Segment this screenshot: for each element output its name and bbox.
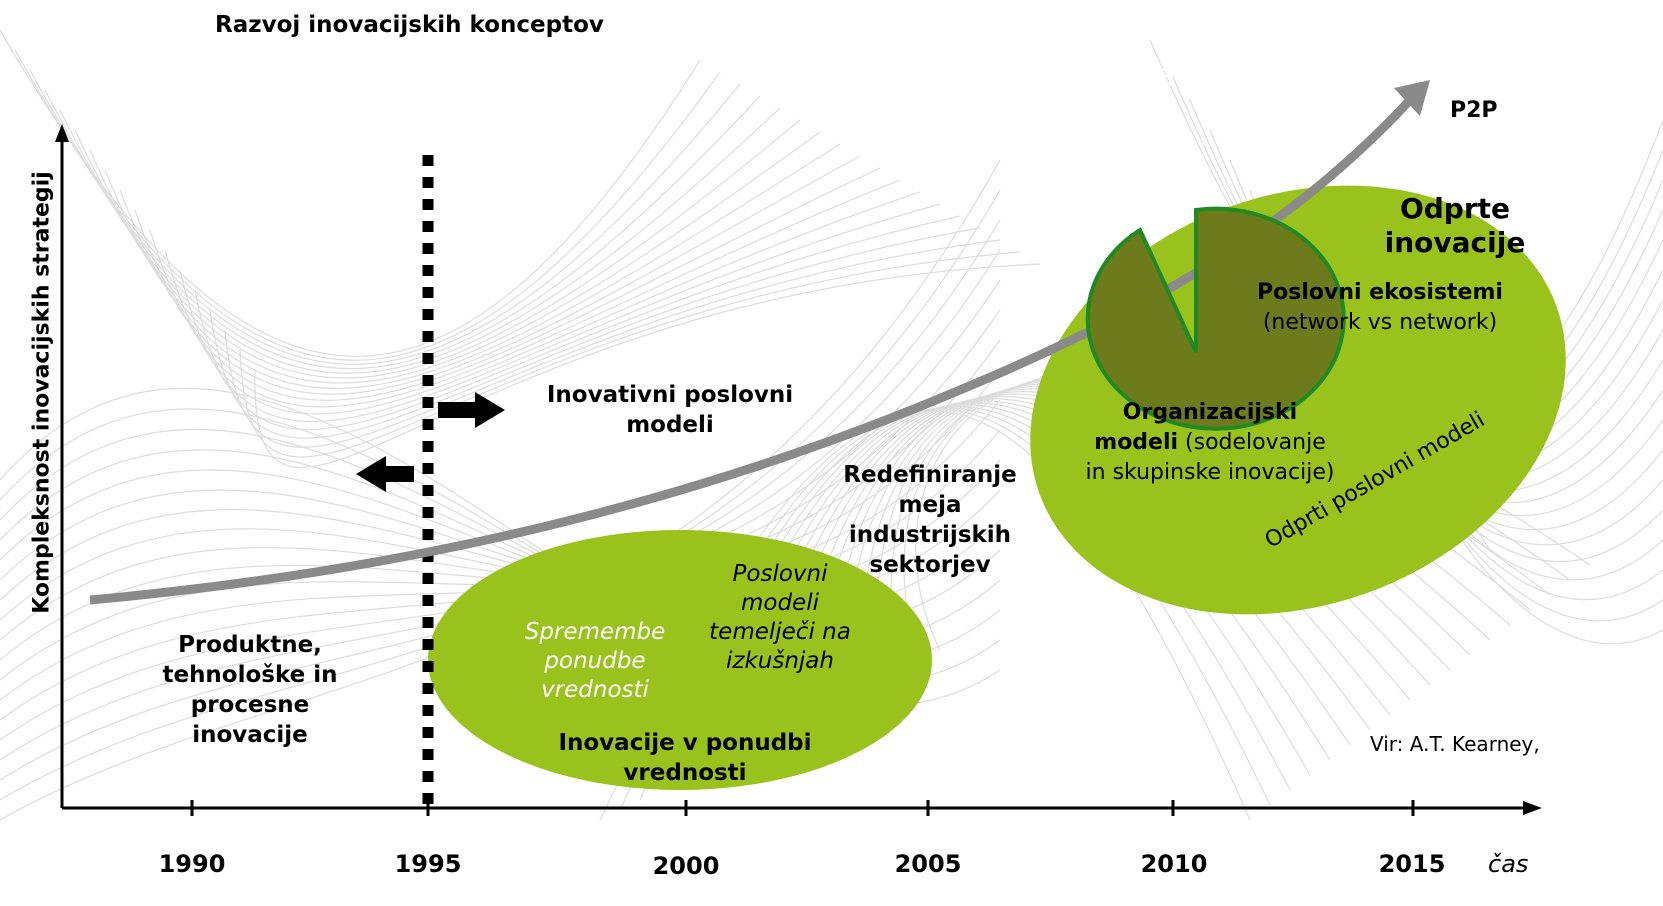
- mesh-line: [29, 69, 741, 365]
- speech-bubble: [1085, 206, 1346, 431]
- x-tick-label: 2005: [894, 850, 962, 878]
- mesh-line: [59, 107, 781, 374]
- mesh-line: [74, 119, 801, 379]
- source-note: Vir: A.T. Kearney,: [1370, 732, 1540, 756]
- product-innovation-label: Produktne, tehnološke in procesne inovac…: [162, 632, 338, 748]
- value-innovation-title: Inovacije v ponudbi vrednosti: [558, 730, 812, 786]
- ecosystems-label: Poslovni ekosistemi: [1257, 280, 1503, 305]
- organizational-models-label: Organizacijski modeli (sodelovanje in sk…: [1085, 400, 1335, 485]
- left-arrow-icon: [356, 456, 414, 492]
- innovative-models-label: Inovativni poslovni modeli: [546, 382, 794, 438]
- x-axis-ticks: [190, 800, 1415, 816]
- bubble-note: (o.p.: Vibacom 2012): [1031, 142, 1169, 190]
- mesh-line: [89, 131, 821, 384]
- mesh-line: [224, 239, 1001, 448]
- growth-curve-arrowhead: [1394, 80, 1430, 116]
- mesh-line: [0, 29, 701, 357]
- x-tick-label: 1990: [158, 850, 226, 878]
- experience-models-label: Poslovni modeli temelječi na izkušnjah: [709, 561, 851, 674]
- x-axis-arrow: [1523, 801, 1542, 815]
- value-innovation-ellipse: [428, 530, 932, 790]
- mesh-line: [0, 459, 1001, 621]
- x-tick-label: 2015: [1378, 850, 1446, 878]
- diagram-title: Razvoj inovacijskih konceptov: [215, 12, 604, 38]
- mesh-line: [194, 215, 961, 431]
- x-tick-label: 1995: [394, 850, 462, 878]
- x-axis-end-label: čas: [1488, 850, 1529, 878]
- y-axis-arrow: [55, 124, 69, 142]
- redefining-label: Redefiniranje meja industrijskih sektorj…: [843, 462, 1017, 578]
- x-tick-label: 2010: [1140, 850, 1208, 878]
- right-arrow-icon: [438, 392, 505, 428]
- open-innovation-title: Odprte inovacije: [1384, 192, 1526, 259]
- network-label: (network vs network): [1262, 310, 1498, 335]
- value-changes-label: Spremembe ponudbe vrednosti: [524, 619, 666, 703]
- p2p-label: P2P: [1450, 98, 1498, 123]
- x-tick-label: 2000: [652, 852, 720, 880]
- bubble-title: Inoviranje NAVAD: [1025, 58, 1175, 129]
- mesh-line: [209, 227, 981, 439]
- y-axis-label: Kompleksnost inovacijskih strategij: [29, 171, 55, 614]
- mesh-line: [239, 251, 1021, 458]
